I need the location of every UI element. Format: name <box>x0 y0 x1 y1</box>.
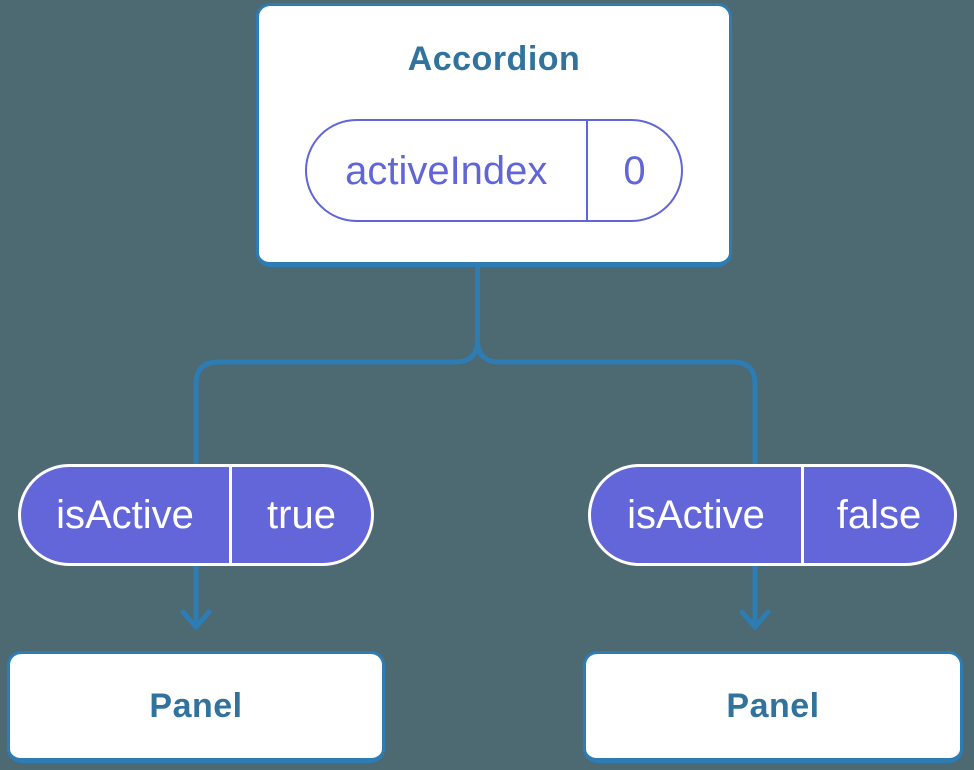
state-pill-activeindex: activeIndex 0 <box>305 119 683 222</box>
panel-node-first-title: Panel <box>149 686 243 725</box>
state-pill-label: activeIndex <box>345 148 548 193</box>
state-pill-divider <box>585 121 588 220</box>
accordion-node-title: Accordion <box>407 40 581 78</box>
prop-pill-first-divider <box>229 467 232 563</box>
connector-right-branch <box>475 263 758 630</box>
state-pill-value: 0 <box>623 148 646 193</box>
prop-pill-second: isActive false <box>588 464 957 566</box>
prop-pill-second-label: isActive <box>627 493 765 537</box>
accordion-node: Accordion activeIndex 0 <box>256 3 732 267</box>
prop-pill-second-value: false <box>836 493 922 537</box>
connector-left-branch <box>193 263 480 630</box>
prop-pill-first-value: true <box>267 493 336 537</box>
prop-pill-first-label: isActive <box>56 493 194 537</box>
arrowhead-left-icon <box>180 609 212 630</box>
prop-pill-second-divider <box>801 467 804 563</box>
panel-node-first: Panel <box>7 651 385 763</box>
prop-pill-first: isActive true <box>18 464 374 566</box>
panel-node-second-title: Panel <box>726 686 820 725</box>
arrowhead-right-icon <box>739 609 771 630</box>
panel-node-second: Panel <box>583 651 963 763</box>
